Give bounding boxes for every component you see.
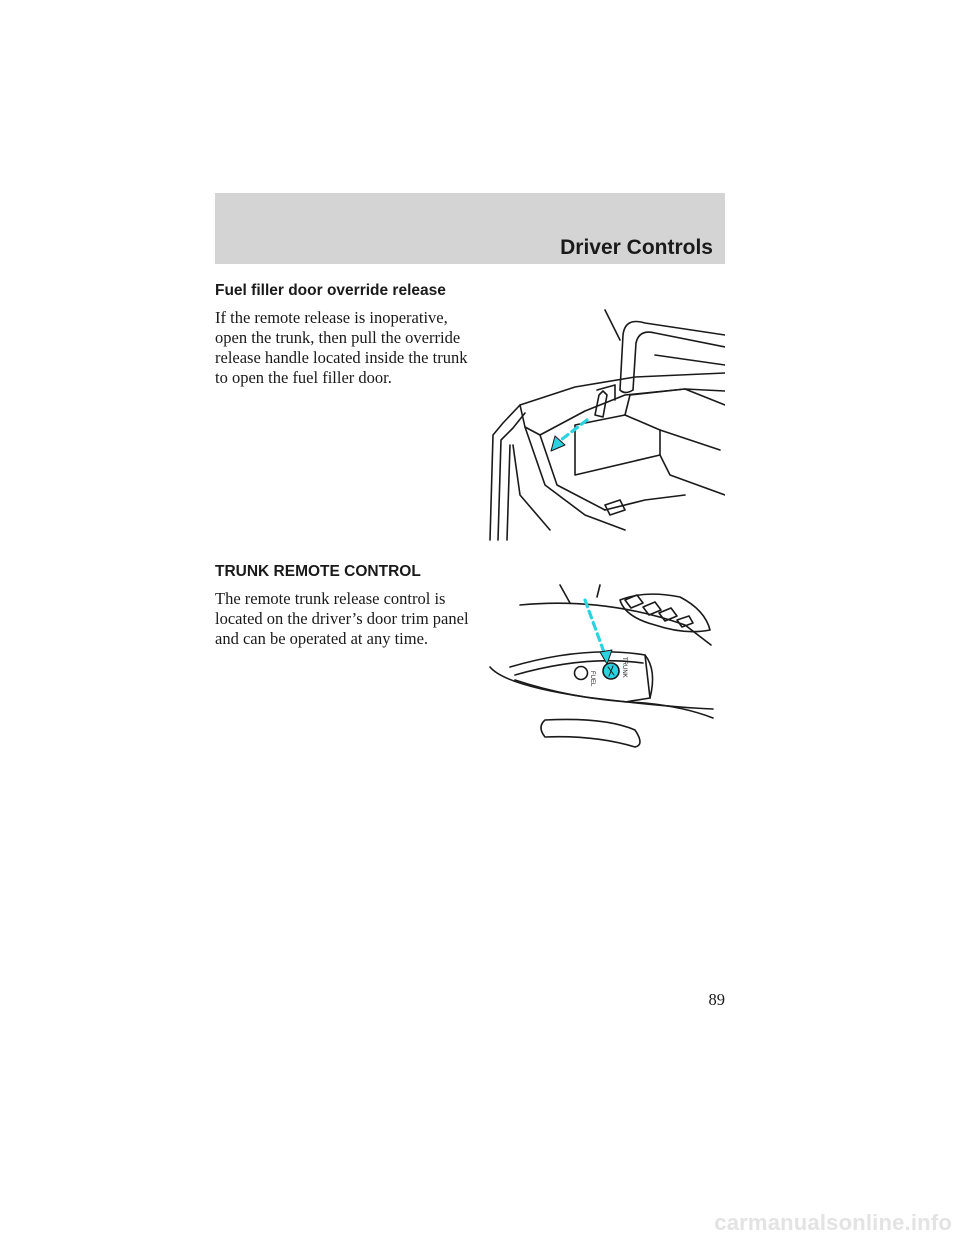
trunk-remote-heading: TRUNK REMOTE CONTROL bbox=[215, 563, 421, 580]
watermark: carmanualsonline.info bbox=[714, 1210, 952, 1235]
window-switch bbox=[658, 607, 678, 622]
arrow-dash bbox=[583, 598, 607, 657]
fuel-release-button bbox=[573, 665, 589, 681]
door-handle-recess bbox=[540, 718, 641, 748]
section-title: Driver Controls bbox=[560, 236, 713, 259]
override-release-handle bbox=[594, 390, 608, 418]
armrest-top bbox=[519, 602, 712, 646]
door-trim-illustration: FUEL TRUNK bbox=[489, 584, 714, 748]
trunk-override-illustration bbox=[489, 309, 725, 541]
fuel-override-heading: Fuel filler door override release bbox=[215, 282, 446, 299]
window-switch bbox=[676, 615, 694, 628]
fuel-override-section: Fuel filler door override release If the… bbox=[215, 282, 475, 388]
trunk-lid-outline bbox=[489, 372, 725, 541]
section-header-band: Driver Controls bbox=[215, 193, 725, 264]
door-trim-panel bbox=[509, 651, 651, 703]
fuel-override-body: If the remote release is inoperative, op… bbox=[215, 308, 468, 387]
trunk-button-label: TRUNK bbox=[621, 657, 627, 678]
trunk-hinge bbox=[619, 320, 725, 391]
window-switch bbox=[624, 594, 644, 609]
window-switch-panel bbox=[619, 593, 711, 633]
arrow-dash bbox=[555, 418, 589, 445]
fuel-button-label: FUEL bbox=[589, 671, 595, 687]
page-number: 89 bbox=[708, 990, 726, 1009]
arrow-head bbox=[599, 649, 613, 665]
arrow-head bbox=[550, 435, 566, 452]
window-switch bbox=[642, 601, 662, 616]
trunk-floor-edge bbox=[524, 426, 626, 531]
trunk-remote-section: TRUNK REMOTE CONTROL The remote trunk re… bbox=[215, 563, 475, 649]
trunk-remote-body: The remote trunk release control is loca… bbox=[215, 589, 469, 648]
trunk-latch bbox=[604, 499, 626, 516]
trunk-tub bbox=[574, 414, 661, 476]
